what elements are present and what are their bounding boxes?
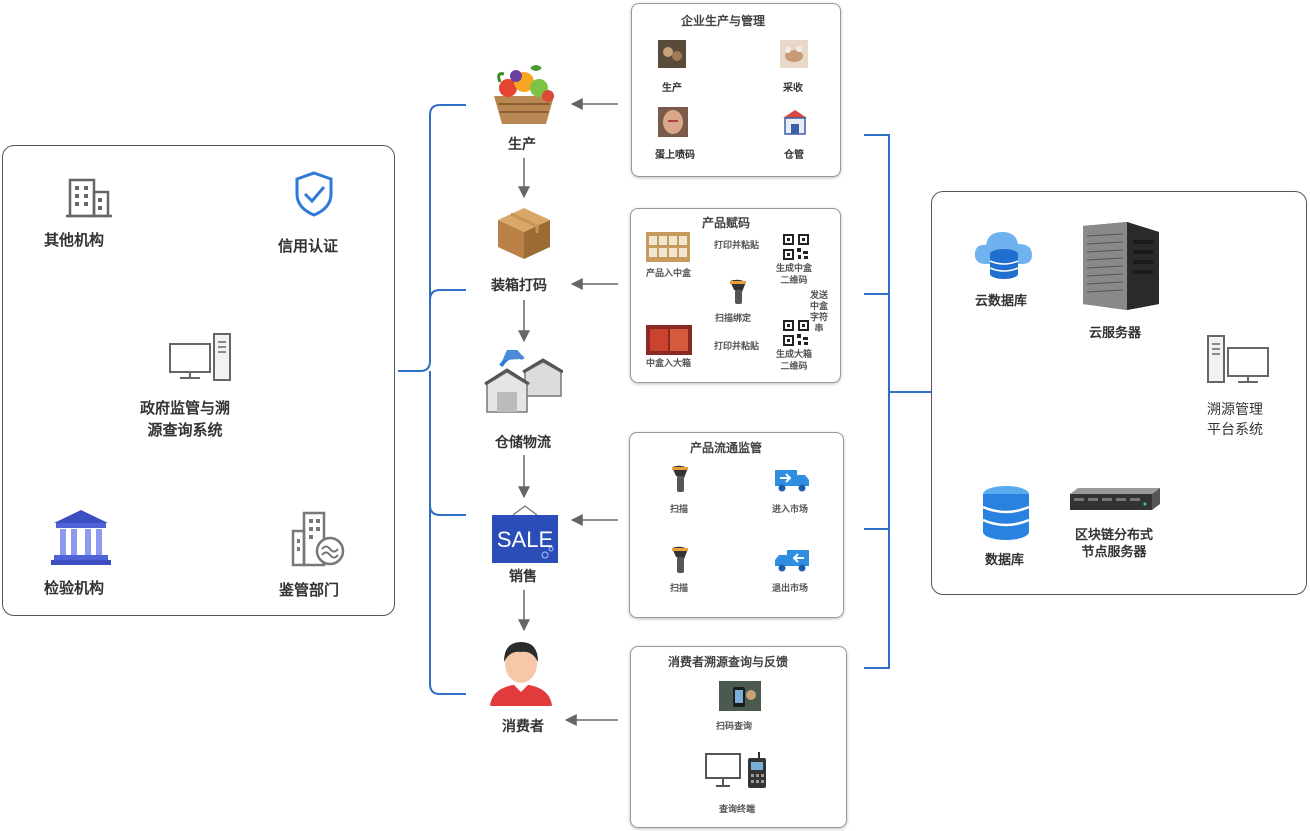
cardboard-box-icon — [498, 208, 550, 259]
box-title-coding: 产品赋码 — [702, 216, 751, 230]
node-label-inspection: 检验机构 — [44, 579, 105, 597]
send-string-line2: 中盒 — [810, 302, 829, 312]
center-system-label: 政府监管与溯 源查询系统 — [140, 397, 230, 441]
item-label-middle-box: 产品入中盒 — [646, 269, 692, 279]
node-label-trace-platform: 溯源管理 平台系统 — [1207, 400, 1263, 440]
computer-icon — [169, 333, 231, 381]
node-label-other-institutions: 其他机构 — [44, 231, 105, 249]
production-photo-icon — [658, 40, 686, 68]
warehouse-icon — [484, 350, 563, 413]
step-label-production: 生产 — [508, 137, 536, 153]
arrow-label-print-paste-1: 打印并粘贴 — [714, 241, 760, 251]
truck-enter-icon — [775, 470, 809, 492]
harvest-photo-icon — [780, 40, 808, 68]
node-label-cloud-server: 云服务器 — [1089, 326, 1142, 341]
building-icon — [66, 178, 112, 218]
box-consumer-query — [630, 646, 847, 828]
item-label-middle-qr: 生成中盒 二维码 — [776, 263, 812, 287]
step-label-sales: 销售 — [509, 569, 537, 585]
office-building-icon — [291, 511, 345, 567]
send-string-line3: 字符 — [810, 313, 829, 323]
cloud-database-icon — [974, 232, 1032, 279]
institution-icon — [51, 510, 111, 565]
item-label-warehouse-mgmt: 仓管 — [784, 150, 804, 161]
node-label-credit-cert: 信用认证 — [278, 237, 339, 255]
item-label-query-terminal: 查询终端 — [719, 805, 756, 815]
barcode-scanner-icon — [672, 465, 688, 492]
box-to-step-arrows — [564, 98, 618, 726]
send-string-line1: 发送 — [810, 291, 829, 301]
center-system-label-line1: 政府监管与溯 — [140, 399, 231, 417]
item-label-produce: 生产 — [662, 83, 682, 94]
blockchain-node-server-icon — [1070, 488, 1160, 510]
egg-coding-photo-icon — [658, 107, 688, 137]
box-title-production: 企业生产与管理 — [681, 14, 766, 28]
qr-code-icon — [783, 320, 809, 346]
middle-box-photo-icon — [646, 232, 690, 262]
item-label-scan-bind: 扫描绑定 — [715, 314, 752, 324]
truck-exit-icon — [775, 550, 809, 572]
produce-basket-icon — [494, 65, 554, 124]
shield-check-icon — [295, 171, 333, 217]
box-title-consumer: 消费者溯源查询与反馈 — [668, 655, 789, 669]
box-title-circulation: 产品流通监管 — [690, 441, 763, 455]
item-label-egg-coding: 蛋上喷码 — [655, 150, 695, 161]
step-label-consumer: 消费者 — [502, 719, 544, 735]
middle-qr-line2: 二维码 — [780, 276, 808, 286]
barcode-scanner-icon — [672, 546, 688, 573]
item-label-scan-query: 扫码查询 — [716, 722, 753, 732]
sale-sign-icon: SALE — [492, 505, 558, 563]
arrow-label-print-paste-2: 打印并粘贴 — [714, 342, 760, 352]
left-bracket — [398, 104, 466, 695]
qr-code-icon — [783, 234, 809, 260]
cloud-server-icon — [1083, 222, 1159, 310]
right-bracket — [864, 134, 932, 669]
item-label-big-box: 中盒入大箱 — [646, 359, 692, 369]
item-label-scan-enter: 扫描 — [670, 505, 689, 515]
blockchain-label-line1: 区块链分布式 — [1075, 528, 1154, 543]
trace-platform-line2: 平台系统 — [1207, 422, 1263, 438]
sale-sign-text: SALE — [497, 527, 553, 552]
node-label-cloud-db: 云数据库 — [975, 294, 1028, 309]
middle-qr-line1: 生成中盒 — [776, 264, 813, 274]
step-label-warehousing: 仓储物流 — [495, 435, 551, 451]
item-label-send-string: 发送 中盒 字符 串 — [810, 291, 828, 335]
big-qr-line1: 生成大箱 — [776, 350, 813, 360]
item-label-big-qr: 生成大箱 二维码 — [776, 349, 812, 373]
node-label-database: 数据库 — [985, 553, 1025, 568]
barcode-scanner-icon — [730, 279, 746, 304]
box-production-management — [631, 3, 841, 177]
computer-icon — [1207, 335, 1269, 383]
item-label-exit-market: 退出市场 — [772, 584, 809, 594]
consumer-avatar-icon — [490, 642, 552, 706]
big-box-photo-icon — [646, 325, 692, 355]
big-qr-line2: 二维码 — [780, 362, 808, 372]
node-label-blockchain: 区块链分布式 节点服务器 — [1075, 527, 1153, 561]
node-label-regulatory: 鉴管部门 — [279, 581, 340, 599]
blockchain-label-line2: 节点服务器 — [1081, 545, 1147, 560]
trace-platform-line1: 溯源管理 — [1207, 402, 1263, 418]
item-label-enter-market: 进入市场 — [772, 505, 809, 515]
send-string-line4: 串 — [814, 324, 824, 334]
center-system-label-line2: 源查询系统 — [147, 421, 223, 439]
step-label-packing: 装箱打码 — [491, 278, 547, 294]
query-terminal-icon — [705, 752, 766, 788]
scan-query-photo-icon — [719, 681, 761, 711]
item-label-harvest: 采收 — [783, 83, 803, 94]
database-icon — [982, 486, 1030, 540]
item-label-scan-exit: 扫描 — [670, 584, 689, 594]
warehouse-store-icon — [783, 110, 807, 135]
box-circulation — [629, 432, 844, 618]
